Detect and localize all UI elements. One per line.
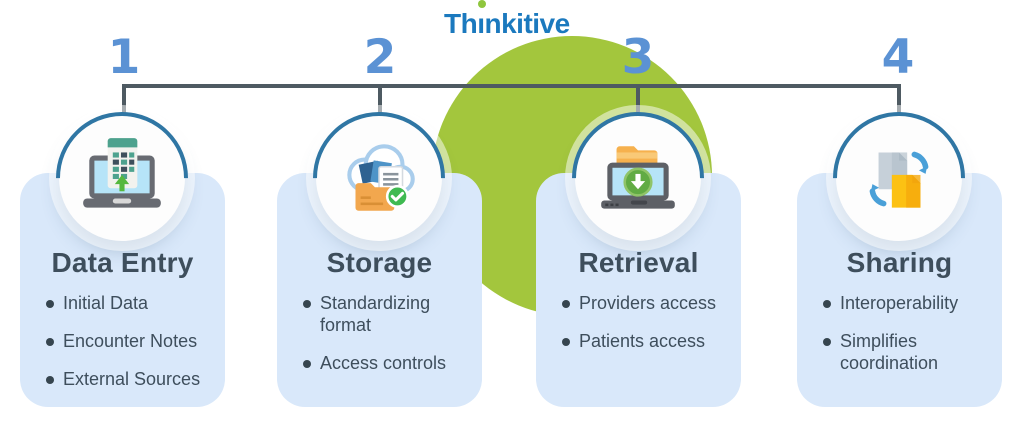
logo-text-after: nkitive	[484, 8, 571, 39]
folder	[616, 146, 658, 173]
logo-dotless-i: ı	[477, 0, 487, 40]
upload-arrow	[114, 174, 130, 192]
step-number-4: 4	[881, 30, 915, 85]
step-card-storage: Storage Standardizing format Access cont…	[277, 115, 482, 407]
bullet-item: Initial Data	[46, 293, 211, 315]
logo-green-dot-icon	[478, 0, 487, 8]
card-title: Data Entry	[51, 247, 194, 278]
download-badge	[623, 167, 653, 197]
check-badge	[385, 184, 409, 208]
sync-arrows	[869, 151, 929, 207]
connector-stub-3	[636, 84, 640, 118]
bullet-item: Simplifies coordination	[823, 331, 988, 375]
card-bullets: Standardizing format Access controls	[291, 293, 468, 375]
connector-stub-2	[378, 84, 382, 118]
step-card-sharing: Sharing Interoperability Simplifies coor…	[797, 115, 1002, 407]
document	[378, 165, 404, 197]
bullet-item: Providers access	[562, 293, 727, 315]
card-bullets: Interoperability Simplifies coordination	[811, 293, 988, 375]
bullet-item: Interoperability	[823, 293, 988, 315]
card-title: Storage	[326, 247, 433, 278]
bullet-item: Access controls	[303, 353, 468, 375]
connector-stub-4	[897, 84, 901, 118]
bullet-item: External Sources	[46, 369, 211, 391]
step-card-data-entry: Data Entry Initial Data Encounter Notes …	[20, 115, 225, 407]
step-number-1: 1	[107, 30, 141, 85]
documents-sync-icon	[869, 151, 929, 208]
bullet-item: Encounter Notes	[46, 331, 211, 353]
spreadsheet-document	[107, 138, 138, 189]
cloud-folder-check-icon	[347, 144, 415, 211]
connector-horizontal-line	[122, 84, 901, 88]
storage-icon-medallion	[316, 115, 442, 241]
step-card-retrieval: Retrieval Providers access Patients acce…	[536, 115, 741, 407]
retrieval-icon-medallion	[575, 115, 701, 241]
card-title: Sharing	[846, 247, 953, 278]
step-number-2: 2	[363, 30, 397, 85]
laptop-folder-download-icon	[601, 146, 675, 209]
card-bullets: Providers access Patients access	[550, 293, 727, 353]
folder	[355, 183, 395, 211]
cloud	[347, 144, 415, 194]
bullet-item: Standardizing format	[303, 293, 468, 337]
card-bullets: Initial Data Encounter Notes External So…	[34, 293, 211, 391]
sharing-icon-medallion	[836, 115, 962, 241]
card-title: Retrieval	[578, 247, 699, 278]
logo-text-before: Th	[444, 8, 478, 39]
connector-stub-1	[122, 84, 126, 118]
data-entry-icon-medallion	[59, 115, 185, 241]
step-number-3: 3	[621, 30, 655, 85]
back-document	[878, 152, 908, 190]
bullet-item: Patients access	[562, 331, 727, 353]
laptop-spreadsheet-upload-icon	[83, 138, 161, 208]
front-document	[891, 174, 921, 208]
